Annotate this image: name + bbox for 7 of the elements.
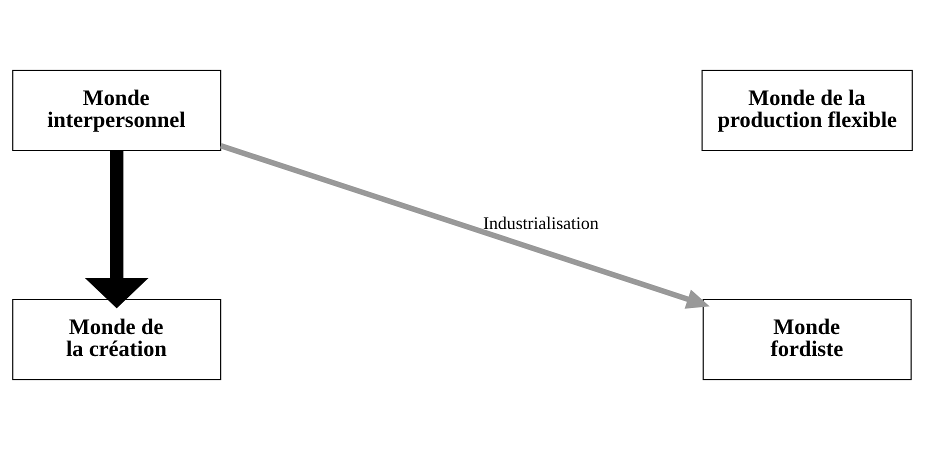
- node-box: Monde de la production flexible: [702, 70, 913, 152]
- arrow: [84, 150, 149, 308]
- node-box: Monde interpersonnel: [12, 70, 222, 152]
- node-box: Monde de la création: [12, 298, 222, 380]
- node-box: Monde fordiste: [702, 298, 912, 380]
- arrow: [220, 143, 710, 309]
- edge-label: Industrialisation: [483, 213, 599, 234]
